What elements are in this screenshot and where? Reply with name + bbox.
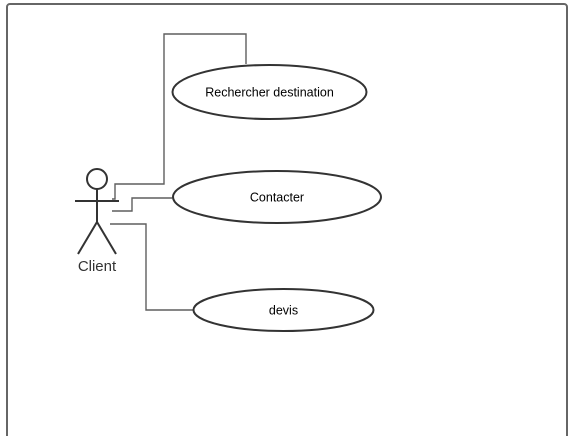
connector-devis[interactable]	[110, 223, 193, 311]
usecase-ellipse	[171, 64, 368, 120]
usecase-label: Contacter	[250, 191, 304, 205]
usecase-label: Rechercher destination	[205, 86, 334, 100]
actor-client[interactable]: Client	[75, 168, 119, 275]
usecase-ellipse	[172, 170, 382, 224]
usecase-devis[interactable]: devis	[192, 288, 375, 332]
connector-rechercher-destination[interactable]	[112, 33, 247, 200]
actor-label: Client	[78, 258, 117, 275]
usecase-contacter[interactable]: Contacter	[172, 170, 382, 224]
usecase-ellipse	[192, 288, 375, 332]
connector-contacter[interactable]	[112, 197, 172, 212]
usecase-rechercher-destination[interactable]: Rechercher destination	[171, 64, 368, 120]
actor-left-leg	[77, 221, 98, 255]
actor-right-leg	[96, 221, 117, 255]
usecase-label: devis	[269, 304, 298, 318]
